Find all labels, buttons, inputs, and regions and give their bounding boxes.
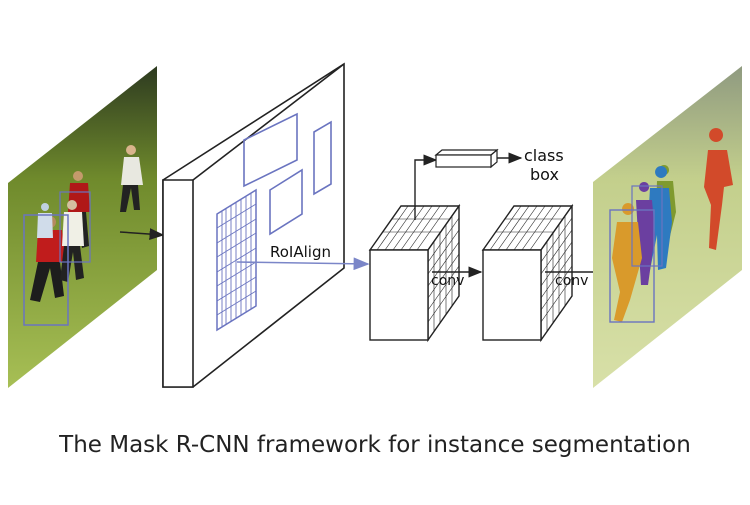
feature-map	[162, 62, 345, 388]
conv-label-2: conv	[555, 273, 588, 289]
class-label: class	[524, 146, 564, 165]
roialign-arrow	[236, 257, 370, 271]
mask-conv-block	[481, 203, 574, 343]
roi-box	[269, 168, 303, 236]
roi-grid	[216, 188, 257, 332]
input-image	[8, 66, 157, 388]
detection-box	[59, 191, 91, 263]
detection-box	[23, 214, 69, 326]
roi-box	[313, 120, 332, 196]
detection-box	[631, 185, 663, 267]
fc-block	[434, 148, 499, 169]
figure-caption: The Mask R-CNN framework for instance se…	[59, 432, 691, 458]
input-arrow	[119, 228, 165, 241]
roialign-label: RoIAlign	[270, 243, 331, 261]
conv-label-1: conv	[431, 273, 464, 289]
player-figures	[30, 145, 143, 302]
instance-masks	[612, 128, 733, 322]
box-label: box	[530, 165, 559, 184]
output-image	[593, 66, 742, 388]
roi-feature-block	[368, 203, 461, 343]
head-branch-arrow	[414, 154, 438, 220]
roi-box	[243, 112, 298, 188]
